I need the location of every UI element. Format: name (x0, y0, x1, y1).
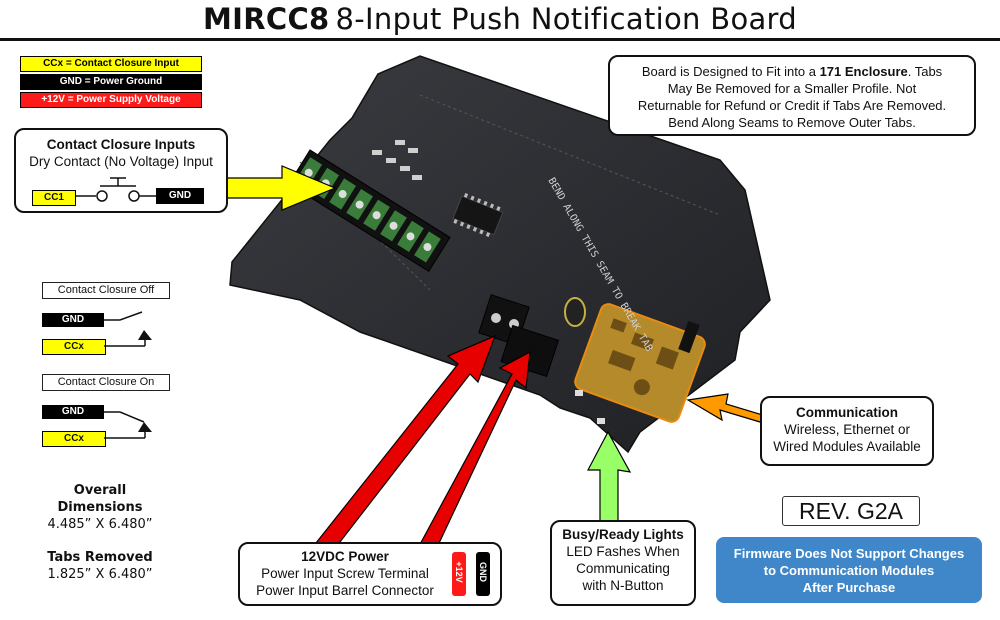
yellow-arrow (223, 165, 337, 211)
overall-value: 4.485” X 6.480” (47, 517, 153, 532)
legend-gnd: GND = Power Ground (20, 74, 202, 90)
communication-heading: Communication (795, 405, 898, 420)
enclosure-line3: Returnable for Refund or Credit if Tabs … (637, 98, 947, 113)
plus12v-tag-label: +12V (454, 561, 464, 583)
communication-module (574, 303, 706, 423)
firmware-line3: After Purchase (802, 580, 896, 595)
ic-chip (452, 193, 504, 237)
tabs-value: 1.825” X 6.480” (47, 567, 153, 582)
tabs-heading: Tabs Removed (47, 550, 153, 565)
gnd-tag: GND (156, 188, 204, 204)
busy-line2: Communicating (576, 561, 670, 576)
enclosure-line1-bold: 171 Enclosure (819, 64, 908, 79)
red-arrow-barrel (417, 350, 531, 559)
contact-inputs-heading: Contact Closure Inputs (46, 137, 196, 152)
communication-line2: Wired Modules Available (773, 439, 921, 454)
state-off-ccx-tag: CCx (42, 339, 106, 355)
firmware-note: Firmware Does Not Support Changes to Com… (716, 537, 982, 603)
state-off-label: Contact Closure Off (42, 282, 170, 299)
busy-line1: LED Fashes When (566, 544, 680, 559)
state-on-gnd-tag: GND (42, 405, 104, 419)
busy-heading: Busy/Ready Lights (562, 527, 684, 542)
state-on-label: Contact Closure On (42, 374, 170, 391)
legend-ccx: CCx = Contact Closure Input (20, 56, 202, 72)
power-heading: 12VDC Power (301, 549, 389, 564)
dimensions-block: Overall Dimensions 4.485” X 6.480” Tabs … (20, 482, 180, 583)
title-underline (0, 38, 1000, 41)
switch-closed-icon (104, 411, 152, 439)
switch-open-icon (104, 311, 152, 347)
communication-box: Communication Wireless, Ethernet or Wire… (760, 396, 934, 466)
overall-heading-1: Overall (73, 483, 127, 498)
switch-diagram (74, 177, 156, 202)
overall-heading-2: Dimensions (57, 500, 143, 515)
cc1-tag: CC1 (32, 190, 76, 206)
title-model: MIRCC8 (203, 2, 330, 36)
title-description: 8-Input Push Notification Board (335, 2, 797, 36)
power-line2: Power Input Barrel Connector (256, 583, 434, 598)
busy-ready-box: Busy/Ready Lights LED Fashes When Commun… (550, 520, 696, 606)
communication-line1: Wireless, Ethernet or (783, 422, 911, 437)
firmware-line2: to Communication Modules (763, 563, 935, 578)
enclosure-line1-post: . Tabs (907, 64, 943, 79)
enclosure-note: Board is Designed to Fit into a 171 Encl… (608, 55, 976, 136)
firmware-line1: Firmware Does Not Support Changes (733, 546, 965, 561)
power-line1: Power Input Screw Terminal (261, 566, 429, 581)
contact-inputs-subtitle: Dry Contact (No Voltage) Input (29, 154, 213, 169)
enclosure-line1-pre: Board is Designed to Fit into a (641, 64, 820, 79)
enclosure-line4: Bend Along Seams to Remove Outer Tabs. (668, 115, 916, 130)
gnd-power-tag-label: GND (478, 562, 488, 582)
state-on-ccx-tag: CCx (42, 431, 106, 447)
busy-line3: with N-Button (582, 578, 664, 593)
green-arrow (587, 430, 632, 523)
revision-label: REV. G2A (782, 496, 920, 526)
legend-12v: +12V = Power Supply Voltage (20, 92, 202, 108)
gnd-power-tag: GND (476, 552, 490, 596)
red-arrow-screw-terminal (311, 334, 497, 561)
plus12v-tag: +12V (452, 552, 466, 596)
state-off-gnd-tag: GND (42, 313, 104, 327)
enclosure-line2: May Be Removed for a Smaller Profile. No… (667, 81, 917, 96)
orange-arrow (686, 393, 768, 423)
